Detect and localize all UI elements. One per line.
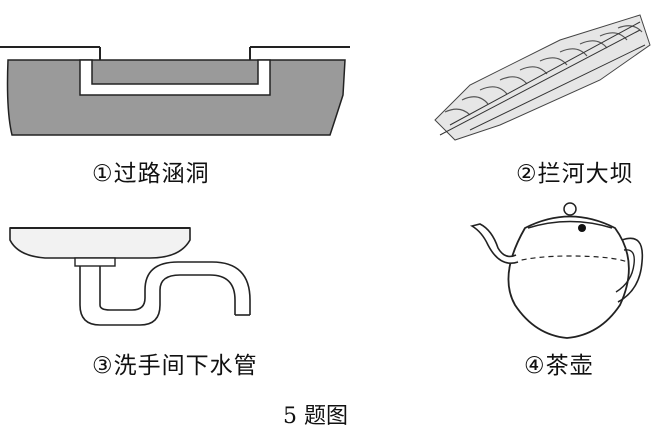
item-2-label: ②拦河大坝 xyxy=(516,161,634,187)
item-1-label: ①过路涵洞 xyxy=(92,161,210,187)
figure-caption: 5 题图 xyxy=(283,404,348,429)
item-4-label: ④茶壶 xyxy=(524,353,594,379)
item-3-label: ③洗手间下水管 xyxy=(92,353,258,379)
